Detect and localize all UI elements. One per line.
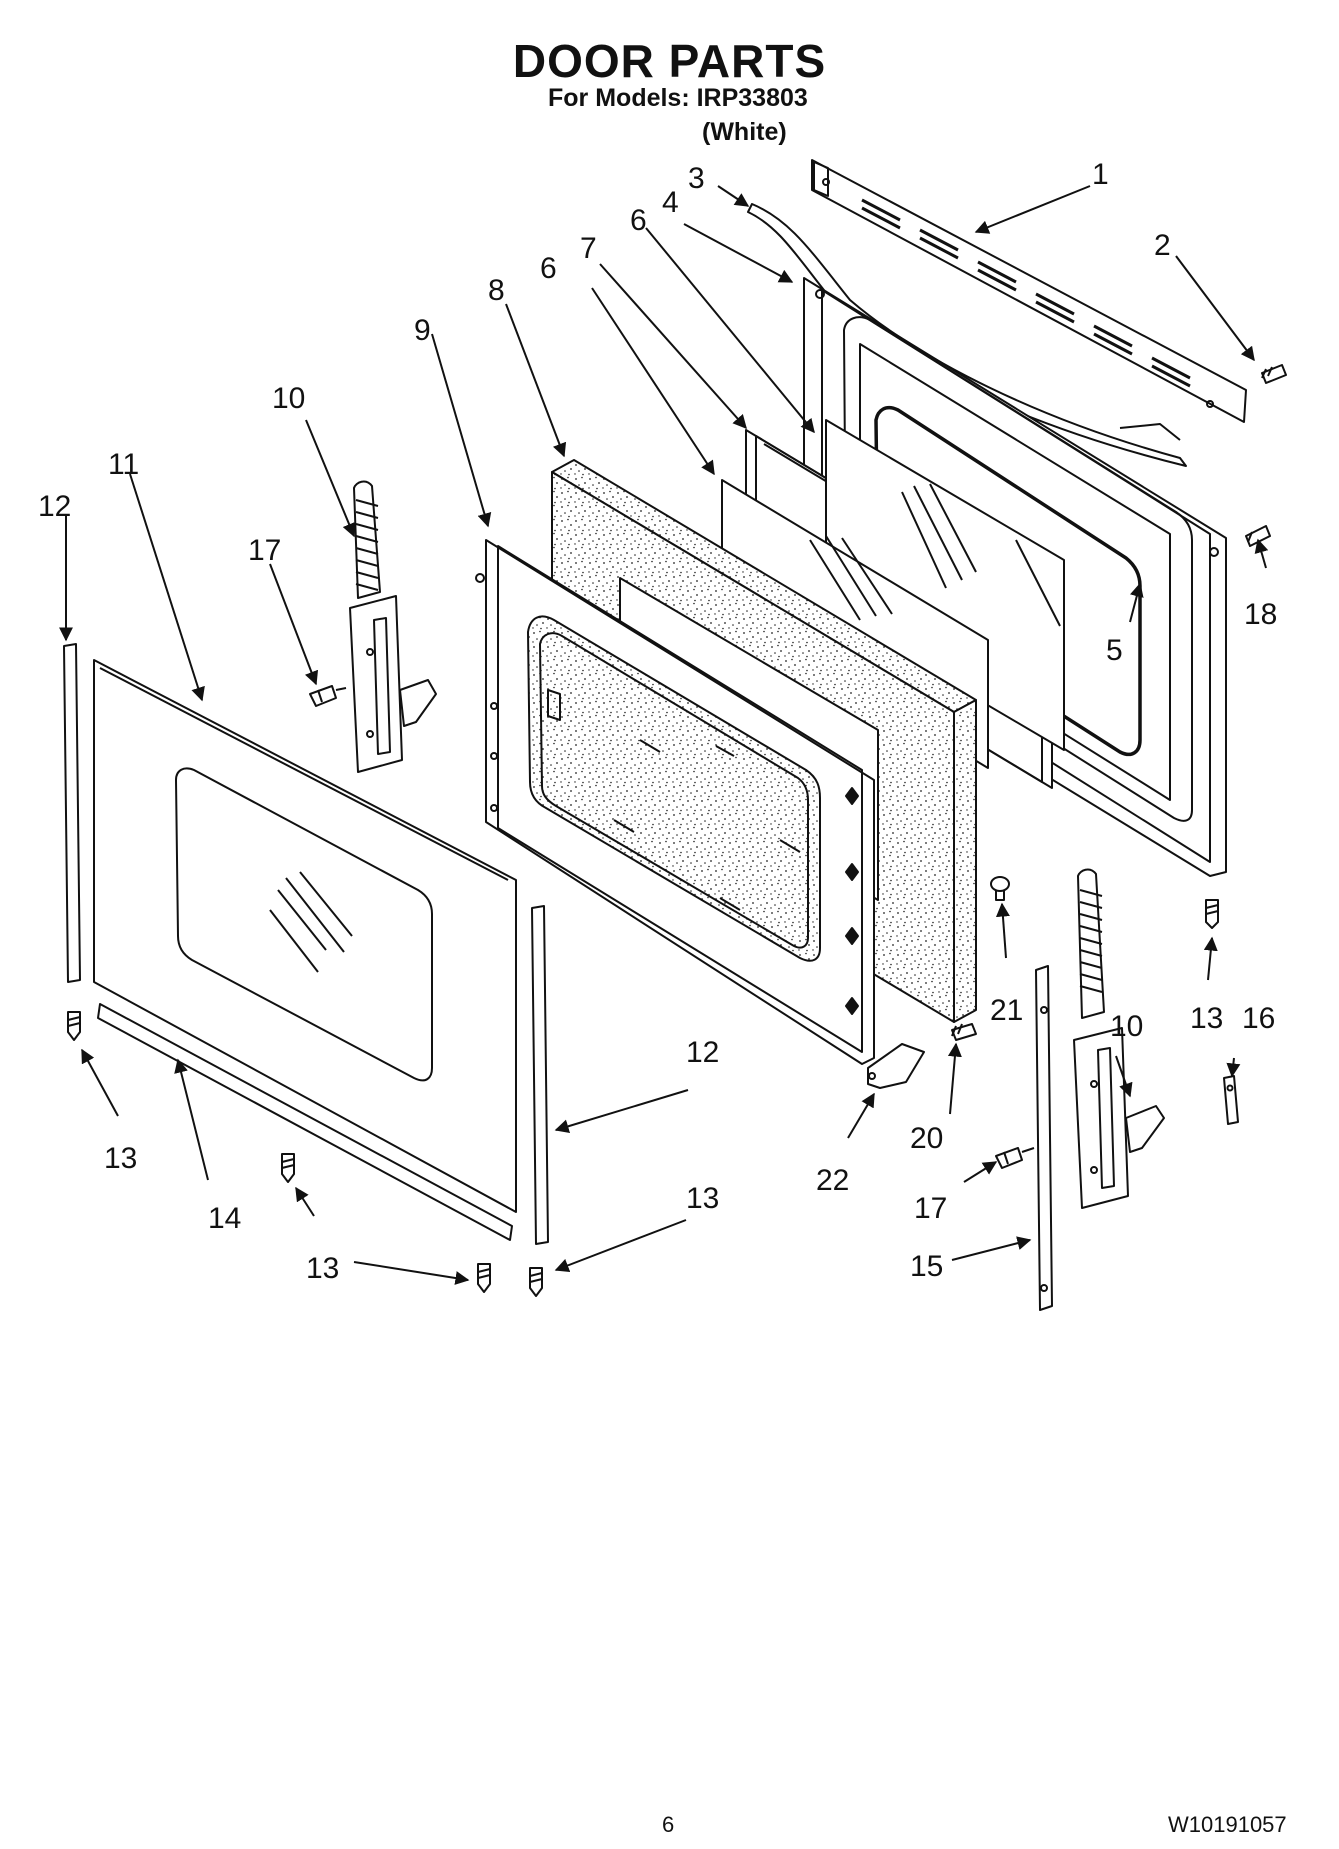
screw-part-2 <box>1261 364 1287 384</box>
model-subtitle: For Models: IRP33803 <box>548 84 808 112</box>
callout-4: 4 <box>662 186 679 219</box>
hinge-clip-part <box>1223 1075 1239 1125</box>
leader-lines <box>59 185 1269 1285</box>
callout-16: 16 <box>1242 1002 1275 1035</box>
callout-11: 11 <box>108 448 139 481</box>
callout-13-center: 13 <box>686 1182 719 1215</box>
callout-14: 14 <box>208 1202 241 1235</box>
callout-10-upper: 10 <box>272 382 305 415</box>
screw-part-18 <box>1245 525 1271 547</box>
callout-17-lower: 17 <box>914 1192 947 1225</box>
bottom-trim-part <box>97 1003 513 1241</box>
vent-trim-part <box>811 159 1247 423</box>
door-hinge-right <box>1073 868 1165 1209</box>
callout-1: 1 <box>1092 158 1109 191</box>
screw-part-13-set <box>67 1011 543 1297</box>
screw-part-13-right <box>1205 899 1219 929</box>
color-variant: (White) <box>702 118 787 146</box>
page-title: DOOR PARTS <box>512 35 827 87</box>
page-number: 6 <box>662 1812 675 1837</box>
hinge-bar-part <box>1035 965 1053 1311</box>
callout-17-upper: 17 <box>248 534 281 567</box>
callout-7: 7 <box>580 232 597 265</box>
callout-2: 2 <box>1154 229 1171 262</box>
callout-10-lower: 10 <box>1110 1010 1143 1043</box>
callout-8: 8 <box>488 274 505 307</box>
hinge-receptacle-part <box>867 1043 925 1089</box>
screw-part-17-lower <box>995 1147 1035 1169</box>
callout-18: 18 <box>1244 598 1277 631</box>
callout-21: 21 <box>990 994 1023 1027</box>
screw-part-17-upper <box>309 685 347 707</box>
callout-6-upper: 6 <box>630 204 647 237</box>
door-plug-part <box>990 876 1010 901</box>
screw-part-20 <box>951 1023 977 1041</box>
callout-5: 5 <box>1106 634 1123 667</box>
document-code: W10191057 <box>1168 1812 1287 1837</box>
callout-labels: 1 2 3 4 5 6 6 7 8 9 10 10 11 12 12 13 13… <box>38 158 1277 1285</box>
callout-12-left: 12 <box>38 490 71 523</box>
callout-13-right: 13 <box>1190 1002 1223 1035</box>
callout-9: 9 <box>414 314 431 347</box>
inner-door-liner <box>475 539 875 1065</box>
callout-13-left: 13 <box>104 1142 137 1175</box>
outer-glass-panel <box>93 659 517 1213</box>
callout-3: 3 <box>688 162 705 195</box>
callout-6-lower: 6 <box>540 252 557 285</box>
callout-22: 22 <box>816 1164 849 1197</box>
callout-13-bottom: 13 <box>306 1252 339 1285</box>
callout-12-right: 12 <box>686 1036 719 1069</box>
callout-20: 20 <box>910 1122 943 1155</box>
callout-15: 15 <box>910 1250 943 1283</box>
side-trim-right <box>531 905 549 1245</box>
side-trim-left <box>63 643 81 983</box>
door-hinge-left <box>349 480 437 773</box>
